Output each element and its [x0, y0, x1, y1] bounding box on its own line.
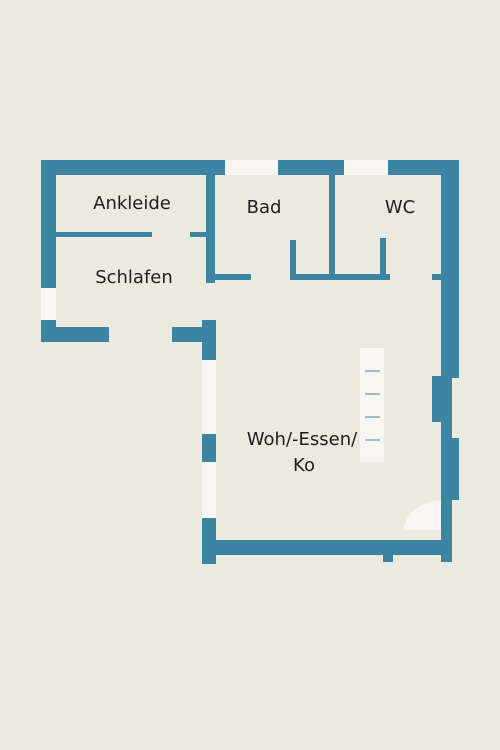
- room-label-wohnen-line2: Ko: [293, 455, 315, 476]
- wall-bad-bottom-stub: [215, 274, 251, 280]
- bottom-wall-stub: [383, 550, 393, 562]
- wall-ankleide-schlafen-stub: [190, 232, 206, 237]
- entrance-door-swing: [403, 500, 441, 530]
- wall-bad-wc: [329, 175, 335, 280]
- living-left-wall-mid: [202, 434, 216, 462]
- interior-walls: [56, 175, 441, 283]
- wall-wc-right-stub: [432, 274, 441, 280]
- window-living-lower: [202, 462, 216, 518]
- room-labels: Ankleide Bad WC Schlafen Woh/-Essen/ Ko: [93, 193, 415, 476]
- bottom-wall: [202, 540, 452, 555]
- kitchen-shelf: [360, 348, 384, 462]
- wall-ankleide-schlafen: [56, 232, 152, 237]
- window-schlafen: [41, 288, 56, 320]
- right-wall-mid: [441, 420, 452, 440]
- wall-bad-fin: [290, 240, 296, 280]
- window-living-upper: [202, 360, 216, 434]
- window-wc: [344, 160, 388, 175]
- left-wall-upper: [41, 160, 56, 288]
- room-label-schlafen: Schlafen: [95, 267, 173, 288]
- room-label-bad: Bad: [247, 197, 282, 218]
- wall-schlafen-bad: [206, 175, 215, 283]
- wall-wc-fin: [380, 238, 386, 280]
- room-label-wohnen-line1: Woh/-Essen/: [247, 429, 358, 450]
- room-label-wc: WC: [385, 197, 415, 218]
- right-wall-top: [441, 160, 459, 378]
- top-wall-left: [41, 160, 225, 175]
- room-label-ankleide: Ankleide: [93, 193, 171, 214]
- right-wall-bottom: [441, 500, 452, 562]
- right-wall-jog: [432, 376, 452, 422]
- window-bad: [225, 160, 278, 175]
- shelf-unit: [360, 348, 384, 462]
- outer-walls: [41, 160, 459, 564]
- living-left-wall-top: [202, 320, 216, 360]
- right-wall-panel: [441, 438, 459, 500]
- openings: [41, 160, 388, 518]
- top-wall-middle: [278, 160, 344, 175]
- wall-bad-wc-bottom: [290, 274, 390, 280]
- bottom-wall-schlafen-left: [41, 327, 109, 342]
